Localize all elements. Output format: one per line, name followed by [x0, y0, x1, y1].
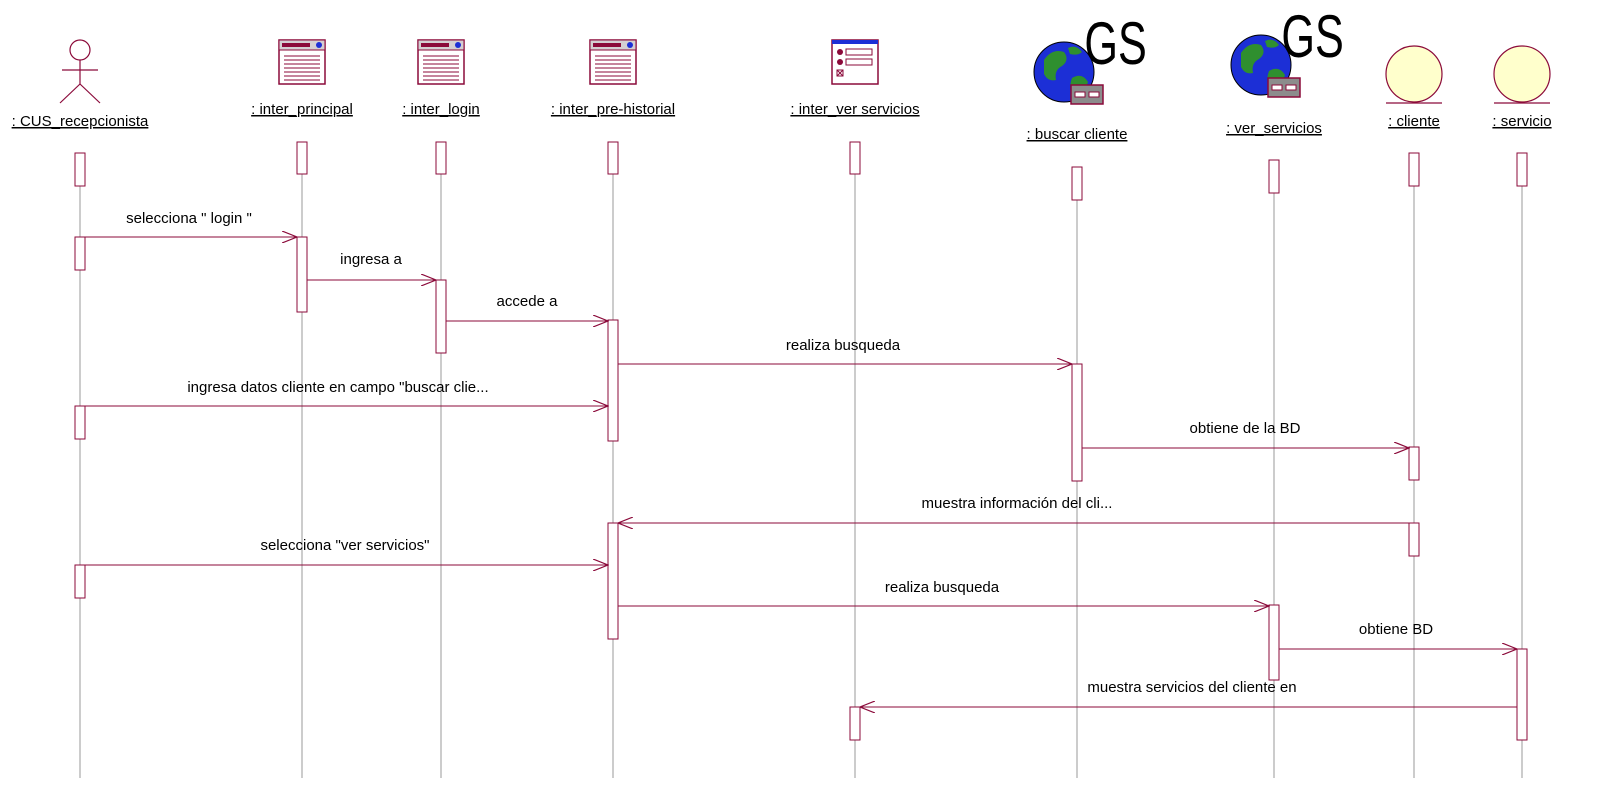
activation-bar	[435, 279, 447, 354]
message-label: ingresa a	[340, 251, 402, 268]
message-label: accede a	[497, 293, 559, 310]
gs-globe-icon: GS	[1230, 4, 1344, 98]
lifeline-label: : inter_pre-historial	[551, 101, 675, 118]
activation-bar	[1408, 446, 1420, 481]
activation-bar	[1071, 166, 1083, 201]
activation-bar	[296, 236, 308, 313]
lifeline-lines	[79, 174, 1523, 778]
lifeline-label: : buscar cliente	[1027, 126, 1128, 143]
message-label: obtiene BD	[1359, 621, 1433, 638]
activation-bar	[849, 706, 861, 741]
activation-bar	[296, 141, 308, 175]
actor-icon	[59, 39, 101, 104]
gs-globe-icon: GS	[1033, 11, 1147, 105]
activation-bar	[74, 152, 86, 187]
message-label: selecciona " login "	[126, 210, 252, 227]
activation-bar	[607, 141, 619, 175]
activation-bar	[1408, 152, 1420, 187]
boundary-window-icon	[589, 39, 637, 85]
activation-bar	[607, 319, 619, 442]
activation-bar	[74, 236, 86, 271]
gs-badge: GS	[1281, 4, 1343, 71]
activation-bar	[849, 141, 861, 175]
form-window-icon	[831, 39, 879, 85]
activation-bars	[74, 141, 1528, 741]
boundary-window-icon	[417, 39, 465, 85]
messages	[85, 237, 1517, 707]
activation-bar	[1408, 522, 1420, 557]
gs-badge: GS	[1084, 11, 1146, 78]
entity-circle-icon	[1493, 45, 1551, 104]
message-labels: selecciona " login " ingresa a accede a …	[126, 210, 1433, 696]
message-label: obtiene de la BD	[1190, 420, 1301, 437]
lifeline-labels: : CUS_recepcionista : inter_principal : …	[12, 101, 1552, 143]
activation-bar	[74, 405, 86, 440]
activation-bar	[74, 564, 86, 599]
lifeline-label: : cliente	[1388, 113, 1440, 130]
message-label: realiza busqueda	[885, 579, 1000, 596]
boundary-window-icon	[278, 39, 326, 85]
message-label: realiza busqueda	[786, 337, 901, 354]
lifeline-label: : inter_ver servicios	[790, 101, 919, 118]
activation-bar	[1516, 648, 1528, 741]
message-label: muestra información del cli...	[922, 495, 1113, 512]
activation-bar	[435, 141, 447, 175]
lifeline-label: : servicio	[1492, 113, 1551, 130]
entity-circle-icon	[1385, 45, 1443, 104]
lifeline-label: : CUS_recepcionista	[12, 113, 149, 130]
lifeline-label: : ver_servicios	[1226, 120, 1322, 137]
activation-bar	[1516, 152, 1528, 187]
activation-bar	[1071, 363, 1083, 482]
activation-bar	[1268, 159, 1280, 194]
lifeline-label: : inter_login	[402, 101, 480, 118]
activation-bar	[607, 522, 619, 640]
lifeline-label: : inter_principal	[251, 101, 353, 118]
message-label: ingresa datos cliente en campo "buscar c…	[187, 379, 488, 396]
message-label: selecciona "ver servicios"	[260, 537, 429, 554]
message-label: muestra servicios del cliente en	[1087, 679, 1296, 696]
activation-bar	[1268, 604, 1280, 681]
